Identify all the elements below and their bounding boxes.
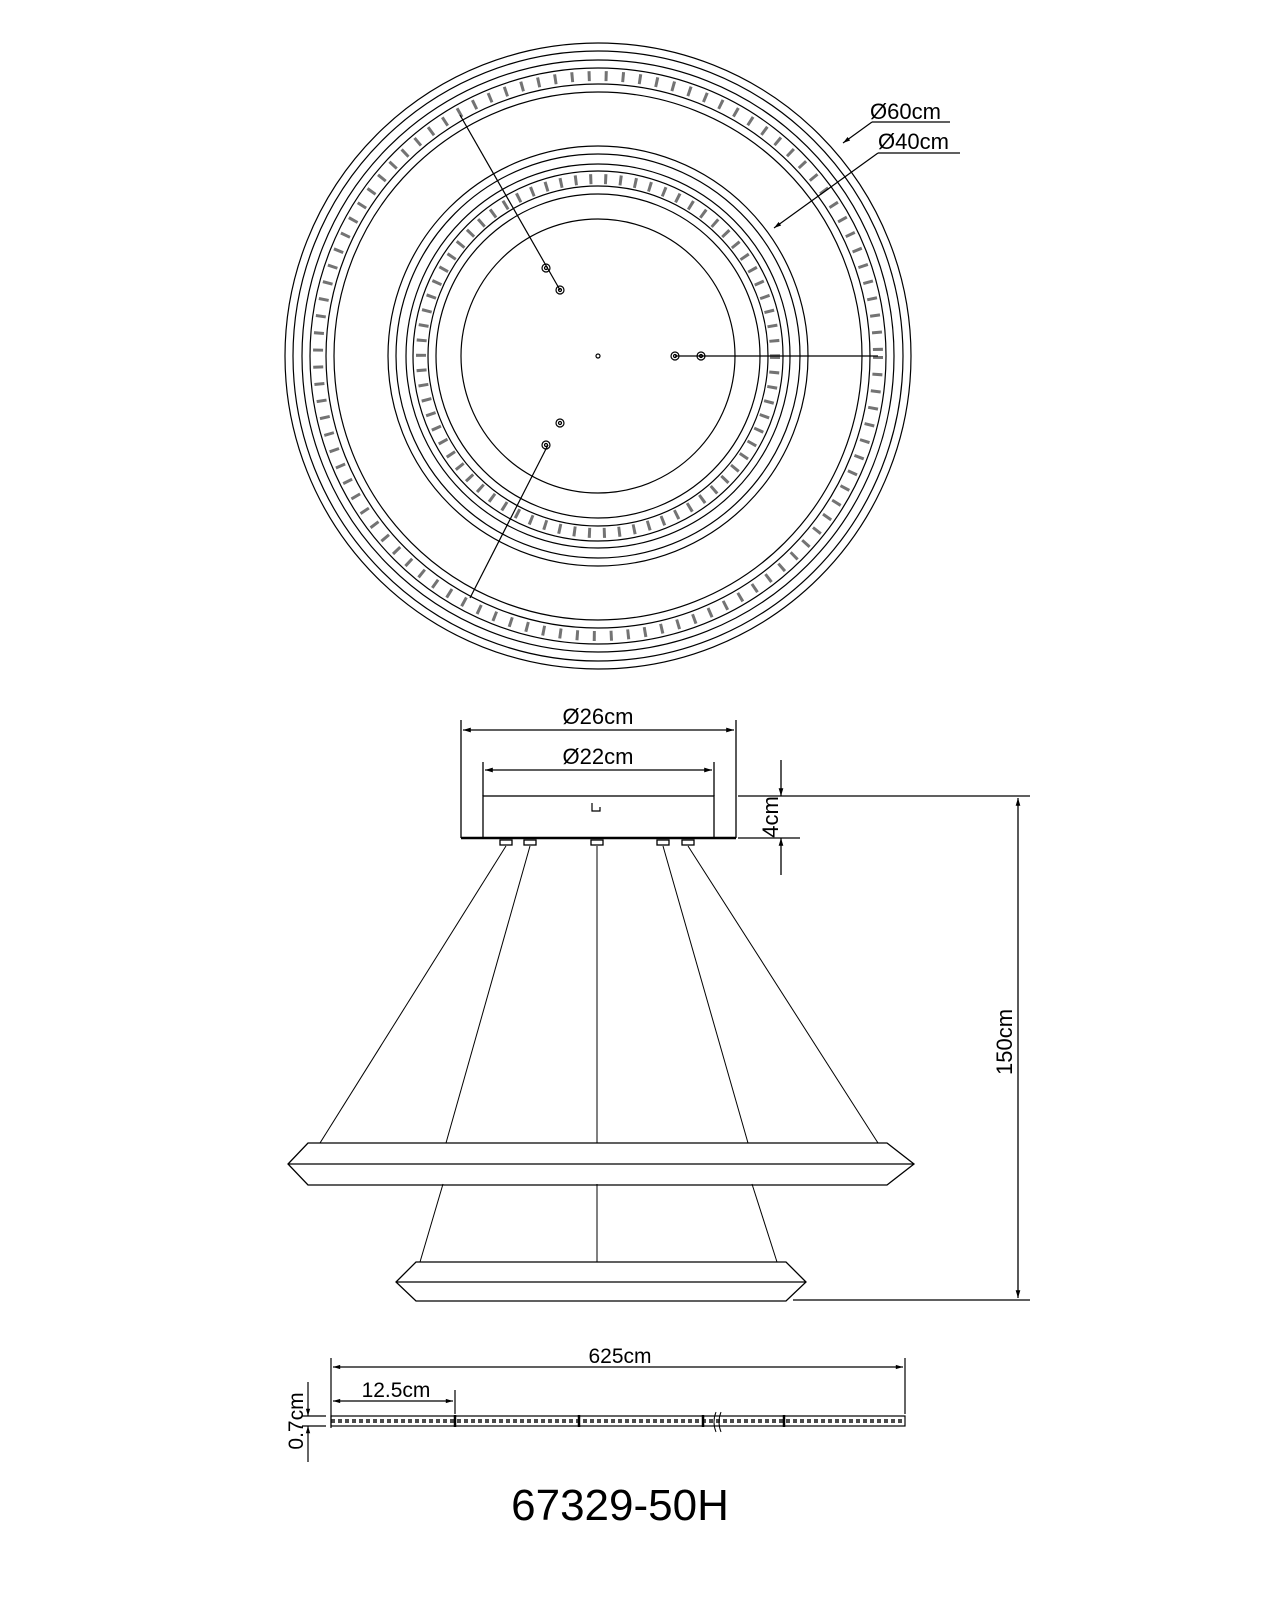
top-view [284,42,960,670]
outer-diameter-label: Ø60cm [870,99,941,124]
cable-connectors [499,839,695,846]
upper-ring-profile [285,1167,307,1188]
led-strip-view [302,1358,906,1462]
total-height-label: 150cm [992,1009,1017,1075]
center-point [595,353,601,359]
diameter-leaders [773,121,960,229]
cut-marks [453,1415,786,1427]
side-view [285,720,1030,1302]
model-number: 67329-50H [511,1481,729,1530]
canopy-inner-diameter-label: Ø22cm [563,744,634,769]
suspension-cables [319,845,879,1263]
segment-length-label: 12.5cm [362,1379,431,1402]
break-mark [713,1411,722,1433]
strip-thickness-label: 0.7cm [285,1392,308,1449]
canopy-body [482,795,715,839]
strip-length-label: 625cm [588,1345,651,1368]
inner-diameter-label: Ø40cm [878,129,949,154]
suspension-points [459,114,878,599]
canopy-outer-diameter-label: Ø26cm [563,704,634,729]
canopy-height-label: 4cm [758,796,783,838]
